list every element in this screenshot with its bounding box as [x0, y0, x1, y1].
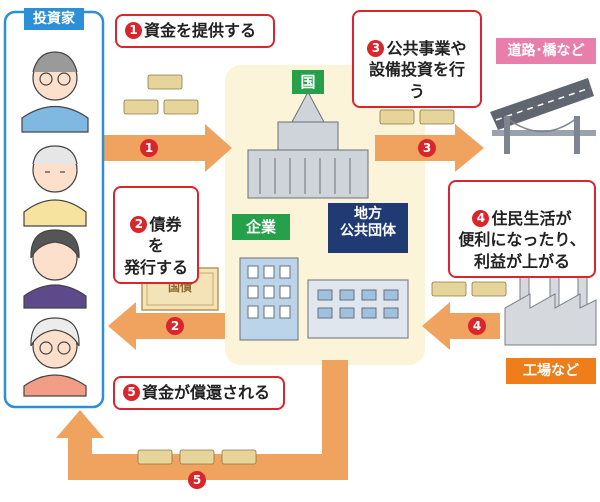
arrow-3-number: 3	[418, 139, 436, 157]
kuni-label: 国	[292, 70, 324, 94]
diet-building-illustration	[247, 90, 369, 199]
step-5-text: 資金が償還される	[142, 383, 271, 402]
money-stacks	[123, 74, 507, 465]
kigyo-label: 企業	[232, 214, 290, 240]
arrow-4-number: 4	[468, 317, 486, 335]
investor-1-illustration	[21, 51, 89, 133]
company-building-illustration	[239, 257, 299, 341]
investor-4-illustration	[23, 317, 87, 397]
factory-label: 工場など	[506, 358, 596, 384]
road-label: 道路･橋など	[496, 38, 596, 64]
step-2-number: 2	[130, 215, 148, 233]
step-1-number: 1	[125, 22, 142, 39]
arrow-5-number: 5	[188, 471, 206, 489]
step-1-text: 資金を提供する	[144, 21, 257, 40]
investor-3-illustration	[23, 229, 87, 309]
step-4-text: 住民生活が 便利になったり、 利益が上がる	[458, 208, 586, 271]
step-5-number: 5	[123, 384, 140, 401]
arrow-4	[422, 302, 500, 350]
municipal-building-illustration	[307, 279, 409, 339]
step-4-number: 4	[472, 209, 490, 227]
investor-2-illustration	[23, 145, 87, 227]
step-2-text: 債券を 発行する	[123, 214, 188, 277]
arrow-1-number: 1	[140, 139, 158, 157]
road-bridge-illustration	[490, 78, 596, 154]
investor-label: 投資家	[24, 8, 84, 30]
arrow-1	[104, 124, 232, 172]
step-3-text: 公共事業や 設備投資を行う	[368, 38, 467, 101]
factory-illustration	[504, 261, 597, 346]
chiho-label: 地方 公共団体	[328, 203, 408, 253]
arrow-2-number: 2	[166, 317, 184, 335]
step-3-number: 3	[367, 39, 385, 57]
